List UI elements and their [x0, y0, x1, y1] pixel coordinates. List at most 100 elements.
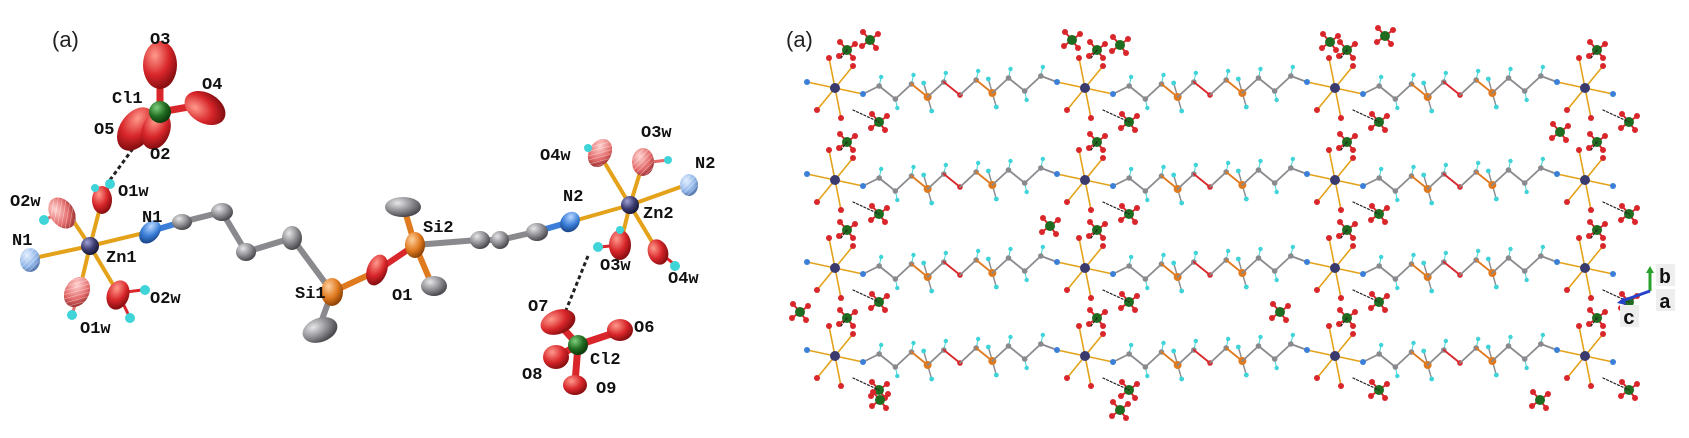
- packing-bond: [1209, 347, 1228, 364]
- packing-oxygen-atom: [1586, 145, 1592, 151]
- axis-c-line: [1621, 289, 1651, 303]
- packing-oxygen-atom: [1087, 131, 1093, 137]
- packing-bond: [828, 57, 836, 89]
- packing-nitrogen-atom: [1054, 171, 1060, 177]
- packing-oxygen-atom: [826, 323, 832, 329]
- packing-hydrogen-atom: [1290, 244, 1296, 250]
- packing-oxygen-atom: [805, 303, 811, 309]
- packing-bond: [1459, 79, 1478, 96]
- packing-bond: [1209, 79, 1228, 96]
- packing-hydrogen-atom: [993, 196, 999, 202]
- label-o2: O2: [150, 146, 170, 165]
- packing-hydrogen-atom: [1024, 97, 1029, 103]
- packing-hydrogen-bond: [1340, 229, 1348, 239]
- packing-bond: [959, 171, 978, 188]
- packing-oxygen-atom: [1564, 375, 1570, 381]
- packing-bond: [1362, 177, 1381, 187]
- packing-bond: [926, 81, 945, 98]
- carbon-atom-methyl: [385, 197, 421, 217]
- packing-nitrogen-atom: [1110, 183, 1116, 189]
- packing-hydrogen-atom: [1225, 68, 1231, 74]
- packing-oxygen-atom: [1064, 107, 1070, 113]
- packing-hydrogen-atom: [911, 164, 916, 170]
- packing-oxygen-atom: [814, 375, 820, 381]
- zn1-site-atoms: [20, 179, 161, 323]
- nitrogen-atom-n1-right: [139, 220, 161, 244]
- packing-oxygen-atom: [1350, 63, 1356, 69]
- packing-oxygen-atom: [1119, 111, 1125, 117]
- zn2-site-atoms: [584, 138, 698, 271]
- packing-nitrogen-atom: [1360, 359, 1366, 365]
- packing-oxygen-atom: [1602, 41, 1608, 47]
- packing-oxygen-atom: [1382, 127, 1388, 133]
- packing-oxygen-atom: [814, 107, 820, 113]
- carbon-atom: [172, 214, 192, 230]
- packing-bond: [1144, 263, 1163, 280]
- packing-bond: [1078, 237, 1086, 269]
- zinc-atom-zn1: [81, 237, 99, 255]
- packing-hydrogen-atom: [1475, 68, 1481, 74]
- packing-nitrogen-atom: [804, 259, 810, 265]
- packing-bond: [1257, 169, 1276, 184]
- packing-oxygen-atom: [1588, 295, 1594, 301]
- packing-hydrogen-bond: [1590, 229, 1598, 239]
- packing-bond: [1192, 173, 1211, 188]
- packing-bond: [1023, 343, 1042, 360]
- packing-hydrogen-bond: [1102, 377, 1130, 391]
- packing-bond: [1584, 179, 1592, 211]
- packing-oxygen-atom: [1368, 305, 1374, 311]
- packing-oxygen-atom: [1320, 31, 1326, 37]
- oxygen-atom-o4: [184, 90, 226, 126]
- packing-oxygen-atom: [1600, 155, 1606, 161]
- packing-oxygen-atom: [1087, 219, 1093, 225]
- packing-hydrogen-atom: [1395, 197, 1400, 203]
- packing-nitrogen-atom: [860, 183, 866, 189]
- packing-hydrogen-bond: [1102, 201, 1130, 215]
- packing-nitrogen-atom: [1304, 259, 1310, 265]
- packing-oxygen-atom: [1086, 53, 1092, 59]
- packing-oxygen-atom: [850, 331, 856, 337]
- packing-hydrogen-atom: [943, 70, 949, 76]
- packing-hydrogen-atom: [1540, 332, 1546, 338]
- packing-oxygen-atom: [1064, 199, 1070, 205]
- packing-hydrogen-atom: [1290, 332, 1296, 338]
- packing-hydrogen-bond: [1602, 201, 1630, 215]
- packing-oxygen-atom: [1335, 33, 1341, 39]
- packing-hydrogen-atom: [1024, 277, 1029, 283]
- packing-bond: [1241, 169, 1260, 186]
- packing-oxygen-atom: [1634, 381, 1640, 387]
- packing-hydrogen-atom: [1171, 80, 1177, 86]
- packing-bond: [1394, 175, 1413, 192]
- packing-oxygen-atom: [1326, 55, 1332, 61]
- packing-hydrogen-atom: [1443, 250, 1449, 256]
- packing-bond: [1523, 343, 1542, 360]
- packing-bond: [1523, 75, 1542, 92]
- packing-bond: [1176, 261, 1195, 278]
- packing-hydrogen-atom: [1161, 340, 1166, 346]
- packing-bond: [1578, 149, 1586, 181]
- packing-oxygen-atom: [1100, 323, 1106, 329]
- packing-oxygen-atom: [838, 115, 844, 121]
- packing-oxygen-atom: [1076, 235, 1082, 241]
- packing-bond: [1078, 57, 1086, 89]
- packing-oxygen-atom: [1076, 147, 1082, 153]
- packing-bond: [1241, 345, 1260, 362]
- hydrogen-bond-o3w-o7: [560, 255, 590, 321]
- packing-oxygen-atom: [1064, 375, 1070, 381]
- packing-hydrogen-atom: [1024, 189, 1029, 195]
- axis-c-label: c: [1623, 308, 1635, 331]
- packing-hydrogen-atom: [1161, 72, 1166, 78]
- packing-oxygen-atom: [1618, 393, 1624, 399]
- packing-bond: [959, 259, 978, 276]
- packing-bond: [1257, 345, 1276, 360]
- packing-nitrogen-atom: [1610, 91, 1616, 97]
- packing-nitrogen-atom: [1360, 271, 1366, 277]
- zinc-atom-zn2: [621, 196, 639, 214]
- axis-a-label-bg: [1656, 289, 1675, 311]
- packing-bond: [1084, 267, 1092, 299]
- packing-hydrogen-atom: [1193, 250, 1199, 256]
- packing-hydrogen-atom: [1524, 277, 1529, 283]
- packing-lattice: [789, 25, 1640, 421]
- packing-hydrogen-atom: [1443, 162, 1449, 168]
- packing-bond: [1241, 77, 1260, 94]
